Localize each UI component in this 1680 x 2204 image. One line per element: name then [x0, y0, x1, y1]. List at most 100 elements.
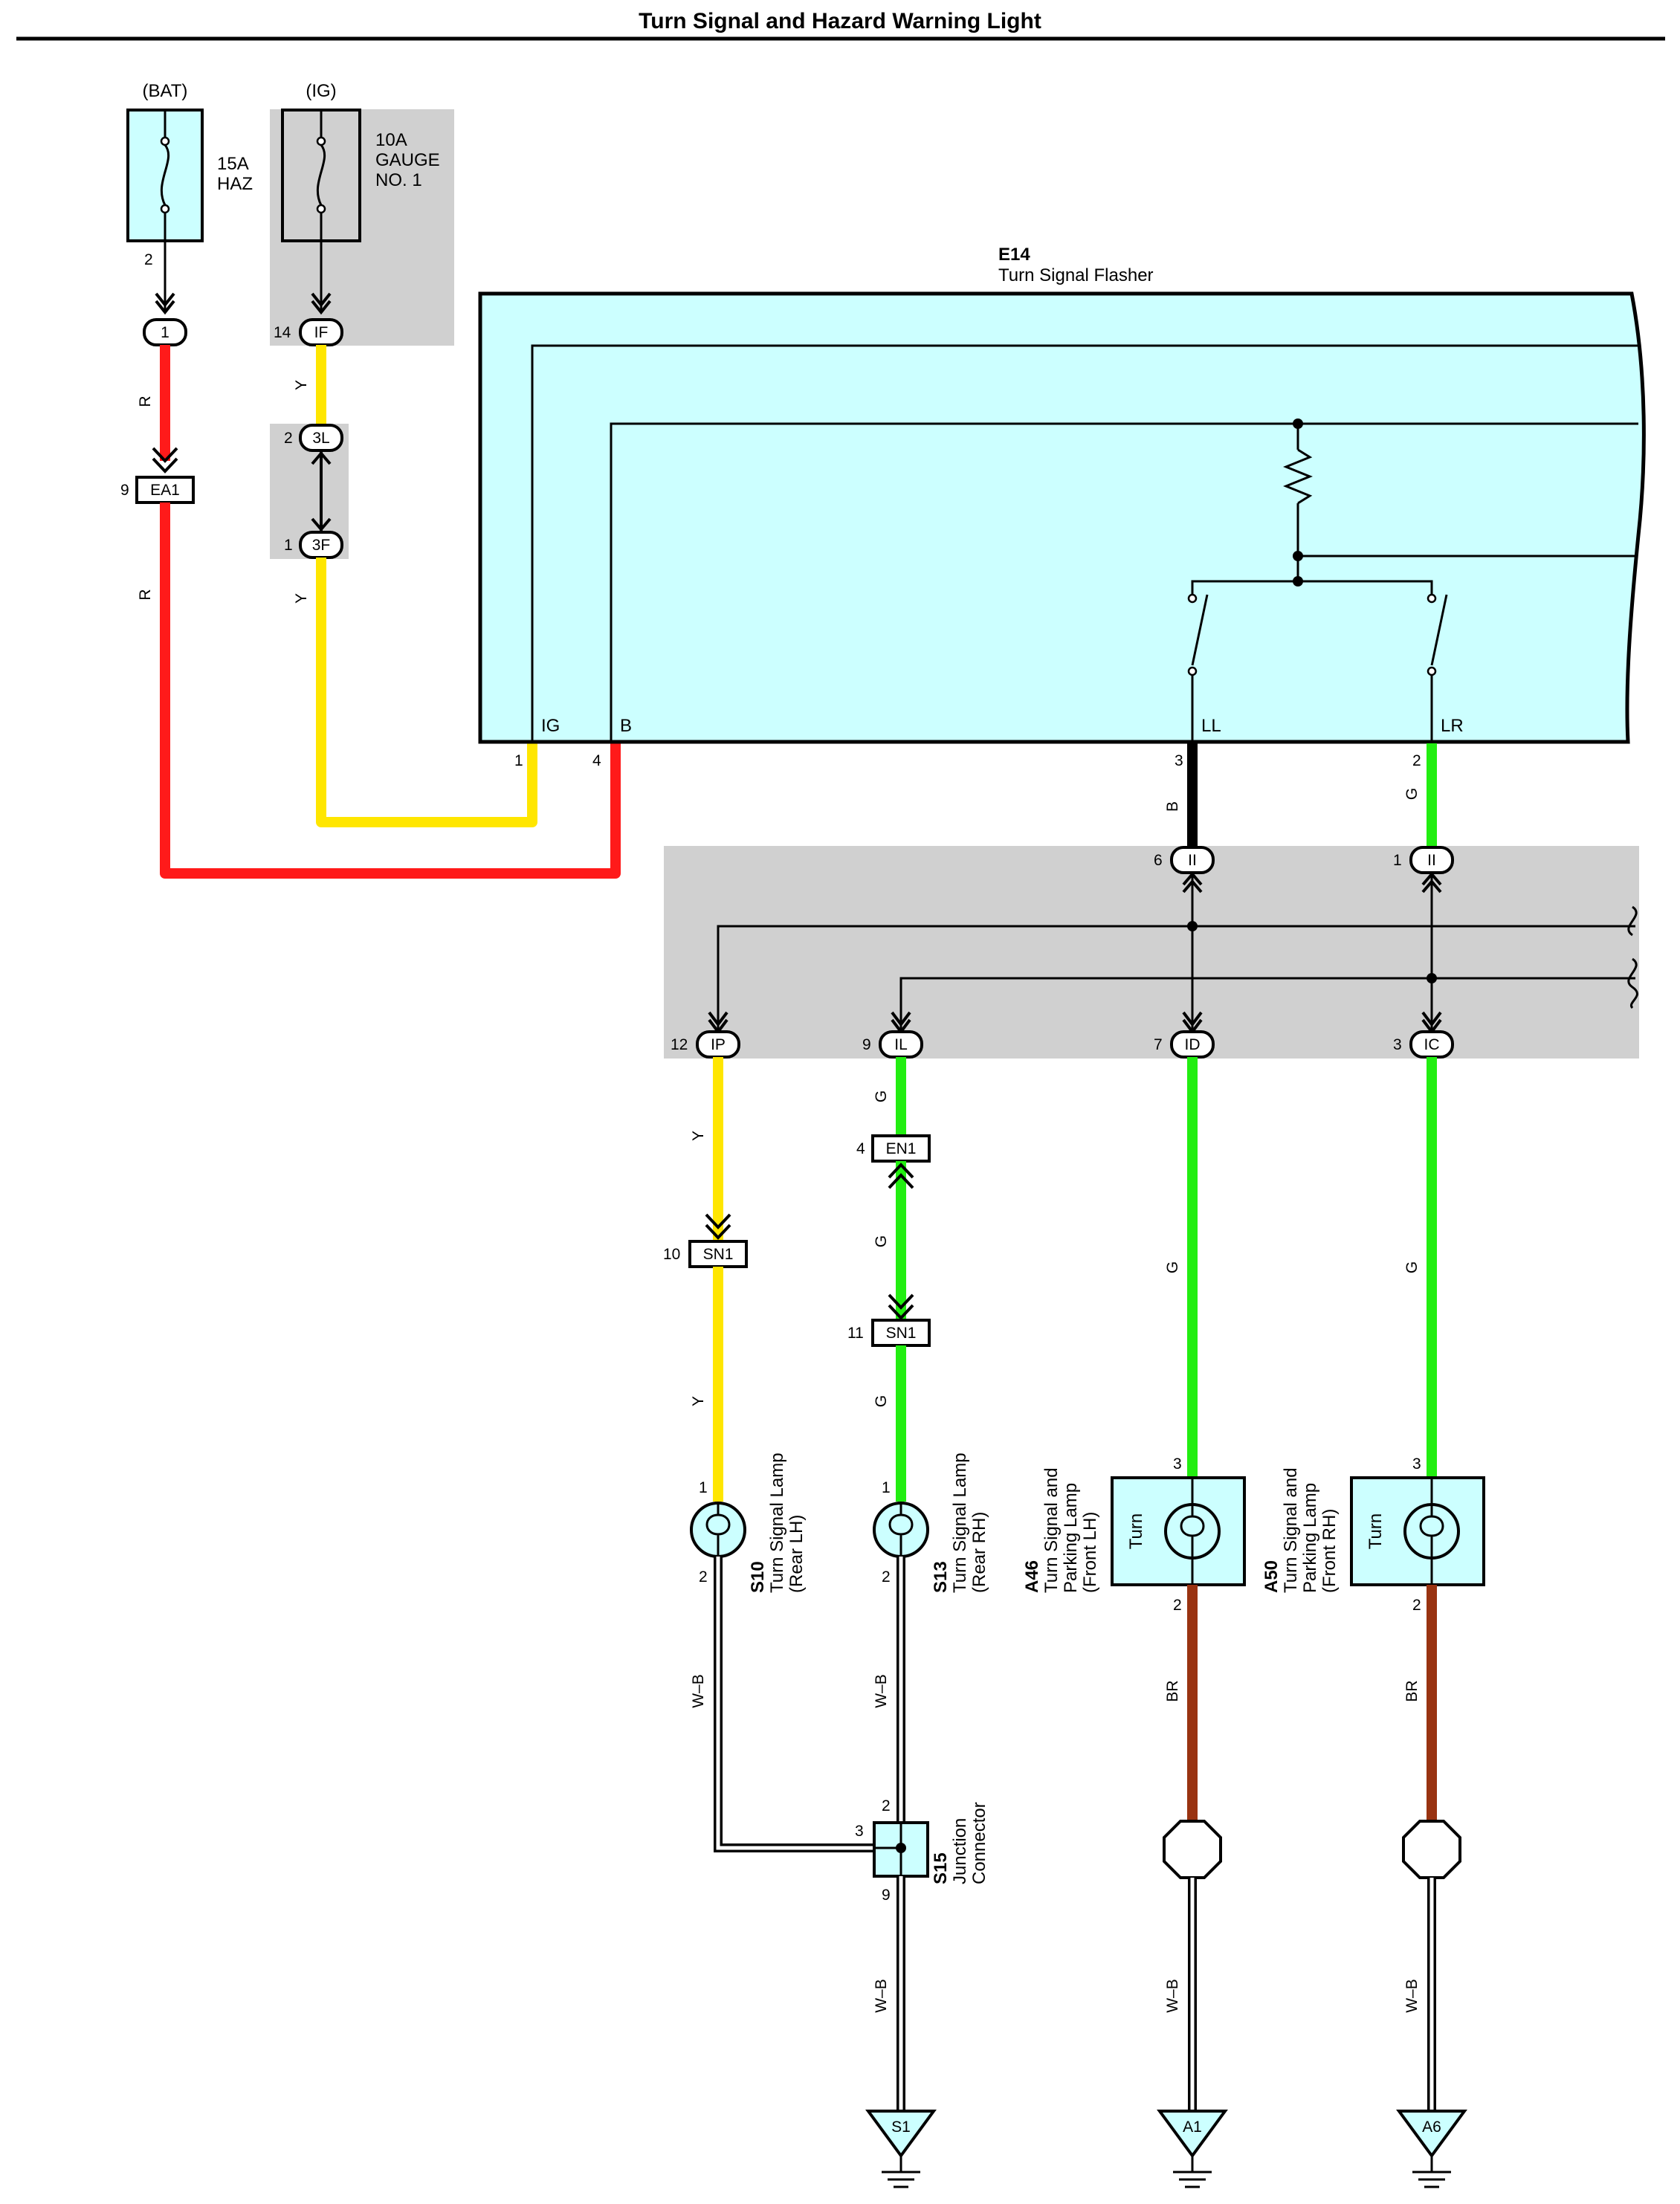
wire-label-g3: G — [873, 1235, 890, 1247]
connector-sn1-11-pin: 11 — [847, 1325, 864, 1342]
lamp-a50-inner: Turn — [1366, 1513, 1386, 1549]
wire-label-y3: Y — [690, 1131, 707, 1141]
connector-en1-pin: 4 — [856, 1140, 865, 1157]
wire-yellow-lower — [316, 558, 537, 827]
wire-label-br1: BR — [1164, 1680, 1181, 1702]
ground-point-a6-icon — [1402, 1820, 1461, 1879]
connector-3f-label: 3F — [312, 537, 331, 554]
wire-label-y4: Y — [690, 1396, 707, 1406]
connector-3l-label: 3L — [312, 430, 329, 447]
lamp-s10-position: (Rear LH) — [786, 1515, 807, 1593]
ground-a6-icon — [1396, 2110, 1467, 2159]
fuse-gauge-rating: 10A — [375, 130, 407, 150]
lamp-a46-name2: Parking Lamp — [1061, 1483, 1081, 1593]
wire-label-g5: G — [1164, 1261, 1181, 1273]
flasher-code: E14 — [998, 245, 1030, 265]
lamp-s10-pin-bottom: 2 — [699, 1568, 708, 1586]
connector-3f-pin: 1 — [284, 537, 293, 554]
fuse-haz-rating: 15A — [217, 154, 249, 174]
connector-if-label: IF — [314, 324, 329, 341]
flasher-pin-ig: 1 — [514, 752, 523, 769]
lamp-s13-pin-bottom: 2 — [882, 1568, 891, 1586]
lamp-a46-code: A46 — [1022, 1560, 1042, 1593]
connector-ea1-pin: 9 — [120, 482, 129, 499]
fuse-haz-source: (BAT) — [143, 81, 188, 101]
ground-a1-icon — [1157, 2110, 1228, 2159]
connector-ic-pin: 3 — [1393, 1036, 1402, 1053]
junction-s15-pin-bottom: 9 — [882, 1887, 891, 1904]
lamp-s13-name: Turn Signal Lamp — [950, 1452, 970, 1593]
diagram-title: Turn Signal and Hazard Warning Light — [639, 9, 1041, 33]
flasher-name: Turn Signal Flasher — [998, 265, 1154, 285]
connector-id-pin: 7 — [1154, 1036, 1163, 1053]
flasher-term-lr: LR — [1441, 716, 1464, 736]
lamp-a46-position: (Front LH) — [1080, 1512, 1100, 1593]
lamp-a46-name1: Turn Signal and — [1041, 1467, 1062, 1593]
ground-s1-icon — [865, 2110, 937, 2159]
connector-ea1-label: EA1 — [150, 482, 180, 499]
wire-label-wb2: W–B — [873, 1674, 890, 1708]
connector-ii-6-label: II — [1188, 852, 1197, 869]
ground-point-a1-icon — [1163, 1820, 1222, 1879]
relay-switch-ll-icon — [1191, 594, 1209, 666]
ground-a6-label: A6 — [1422, 2119, 1441, 2136]
fuse-gauge-icon — [316, 144, 326, 206]
junction-block-main — [664, 846, 1639, 1059]
wire-label-wb1: W–B — [690, 1674, 707, 1708]
junction-s15-name1: Junction — [950, 1818, 970, 1884]
lamp-a50-name1: Turn Signal and — [1281, 1467, 1301, 1593]
junction-s15-code: S15 — [931, 1852, 951, 1884]
fuse-gauge-name2: NO. 1 — [375, 170, 422, 190]
connector-ic-label: IC — [1424, 1036, 1440, 1053]
lamp-a50-position: (Front RH) — [1319, 1509, 1340, 1593]
lamp-a50-name2: Parking Lamp — [1300, 1483, 1320, 1593]
wire-label-wb3: W–B — [873, 1979, 890, 2013]
wire-label-g2: G — [873, 1090, 890, 1102]
connector-en1-label: EN1 — [886, 1140, 917, 1157]
connector-1-label: 1 — [161, 324, 169, 341]
wire-label-y2: Y — [293, 593, 310, 604]
ground-s1-label: S1 — [891, 2119, 911, 2136]
lamp-s13-code: S13 — [931, 1561, 951, 1593]
flasher-term-b: B — [620, 716, 632, 736]
connector-ii-6-pin: 6 — [1154, 852, 1163, 869]
lamp-a46-pin-top: 3 — [1173, 1455, 1182, 1473]
lamp-a46-inner: Turn — [1126, 1513, 1146, 1549]
fuse-gauge-name: GAUGE — [375, 150, 440, 170]
connector-sn1-11-label: SN1 — [886, 1325, 917, 1342]
flasher-pin-b: 4 — [592, 752, 601, 769]
wire-label-wb5: W–B — [1403, 1979, 1421, 2013]
connector-id-label: ID — [1185, 1036, 1201, 1053]
lamp-s13-position: (Rear RH) — [969, 1512, 989, 1593]
junction-s15-pin-side: 3 — [855, 1823, 864, 1840]
junction-s15-name2: Connector — [969, 1802, 989, 1884]
connector-sn1-10 — [688, 1240, 748, 1268]
lamp-a46-pin-bottom: 2 — [1173, 1597, 1182, 1614]
wire-label-y1: Y — [293, 380, 310, 390]
connector-ii-1-label: II — [1427, 852, 1436, 869]
connector-il-pin: 9 — [862, 1036, 871, 1053]
wire-label-g6: G — [1403, 1261, 1421, 1273]
wire-label-g4: G — [873, 1395, 890, 1407]
junction-s15-pin-top: 2 — [882, 1797, 891, 1814]
wire-label-r1: R — [137, 395, 154, 407]
wire-wb-s10 — [716, 1557, 880, 1850]
connector-sn1-11 — [871, 1319, 931, 1347]
wire-label-r2: R — [137, 589, 154, 600]
flasher-term-ll: LL — [1201, 716, 1221, 736]
lamp-a50-pin-bottom: 2 — [1412, 1597, 1421, 1614]
wire-label-g1: G — [1403, 788, 1421, 800]
flasher-term-ig: IG — [541, 716, 560, 736]
flasher-box — [478, 291, 1646, 744]
ground-a1-label: A1 — [1183, 2119, 1202, 2136]
fuse-haz-icon — [160, 144, 170, 206]
resistor-icon — [1283, 448, 1313, 505]
wire-label-wb4: W–B — [1164, 1979, 1181, 2013]
wire-label-br2: BR — [1403, 1680, 1421, 1702]
connector-sn1-10-pin: 10 — [663, 1246, 680, 1263]
wire-label-b: B — [1164, 801, 1181, 812]
connector-3l-pin: 2 — [284, 430, 293, 447]
fuse-haz-pin: 2 — [144, 251, 153, 268]
lamp-a50-pin-top: 3 — [1412, 1455, 1421, 1473]
